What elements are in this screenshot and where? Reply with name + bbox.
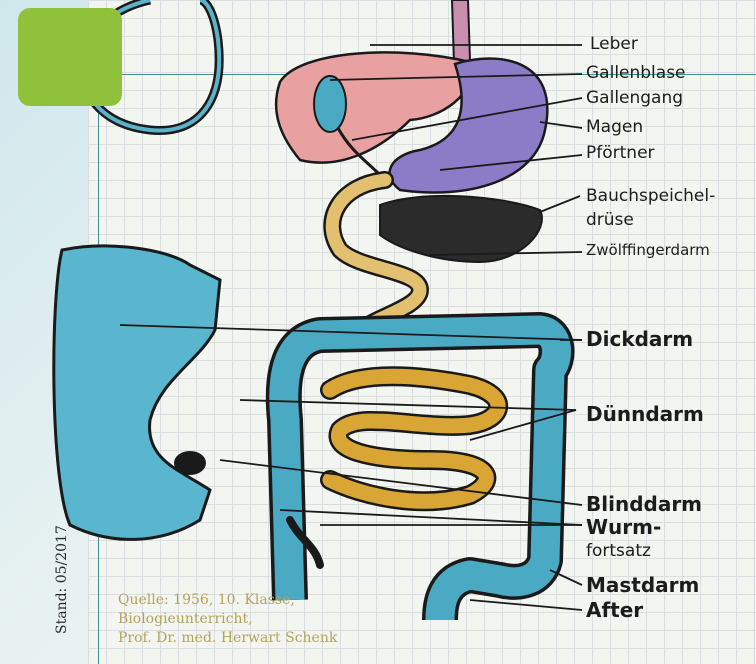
- label-leber: Leber: [590, 34, 638, 54]
- label-pfoertner: Pförtner: [586, 143, 655, 163]
- label-druese: drüse: [586, 210, 634, 230]
- label-bauchspeichel: Bauchspeichel-: [586, 186, 715, 206]
- source-caption: Quelle: 1956, 10. Klasse, Biologieunterr…: [118, 591, 337, 648]
- label-fortsatz: fortsatz: [586, 541, 651, 561]
- label-mastdarm: Mastdarm: [586, 573, 699, 597]
- pancreas-drawing: [380, 196, 542, 262]
- label-duenndarm: Dünndarm: [586, 402, 704, 426]
- stand-date: Stand: 05/2017: [54, 525, 70, 634]
- label-zwoelffingerdarm: Zwölffingerdarm: [586, 241, 710, 259]
- source-line-2: Biologieunterricht,: [118, 610, 337, 629]
- label-wurm: Wurm-: [586, 515, 661, 539]
- brand-green-square: [18, 8, 122, 106]
- source-line-1: Quelle: 1956, 10. Klasse,: [118, 591, 337, 610]
- label-blinddarm: Blinddarm: [586, 492, 702, 516]
- colon-cross-section-drawing: [54, 246, 220, 539]
- label-dickdarm: Dickdarm: [586, 327, 693, 351]
- source-line-3: Prof. Dr. med. Herwart Schenk: [118, 629, 337, 648]
- label-gallengang: Gallengang: [586, 88, 683, 108]
- label-after: After: [586, 598, 643, 622]
- label-gallenblase: Gallenblase: [586, 63, 686, 83]
- esophagus-drawing: [452, 0, 470, 64]
- label-magen: Magen: [586, 117, 643, 137]
- cross-section-opening: [174, 451, 206, 475]
- gallbladder-drawing: [314, 76, 346, 132]
